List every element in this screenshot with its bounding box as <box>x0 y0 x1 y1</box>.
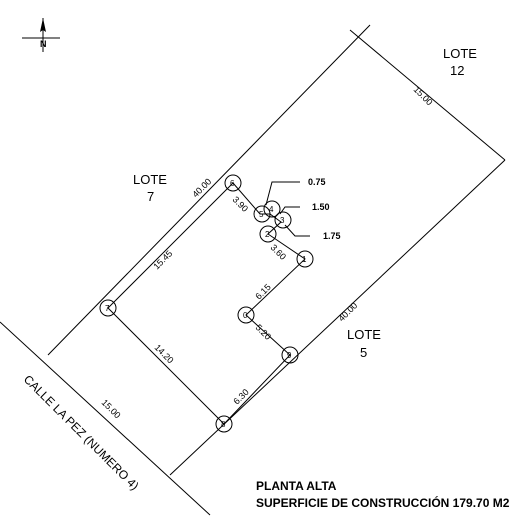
lot-12-label-line1: LOTE <box>443 46 477 61</box>
vertex-6: 6 <box>230 179 235 188</box>
building-footprint <box>107 182 306 425</box>
dim-seg-520: 5.20 <box>254 322 273 341</box>
vertex-4: 4 <box>269 205 274 214</box>
dim-bottom-right: 6.30 <box>231 387 250 406</box>
dim-top-right: 15.00 <box>412 84 435 107</box>
vertex-8: 8 <box>221 420 226 429</box>
dim-right-long: 40.00 <box>336 300 359 323</box>
vertex-1: 1 <box>302 255 307 264</box>
lot-7-label-line2: 7 <box>147 189 154 204</box>
annotation-leaders <box>265 181 310 237</box>
dim-seg-615: 6.15 <box>253 282 272 301</box>
vertex-markers <box>99 174 314 433</box>
lot-5-label-line2: 5 <box>360 345 367 360</box>
dim-diag: 14.20 <box>153 342 176 365</box>
vertex-3: 3 <box>280 216 285 225</box>
dim-seg-390: 3.90 <box>231 194 250 213</box>
dim-left-upper: 40.00 <box>190 176 213 199</box>
annotation-175: 1.75 <box>323 231 341 241</box>
annotation-075: 0.75 <box>308 177 326 187</box>
title-line2: SUPERFICIE DE CONSTRUCCIÓN 179.70 M2 <box>256 495 510 510</box>
vertex-5: 5 <box>259 210 264 219</box>
vertex-9: 9 <box>287 351 292 360</box>
lot-boundaries <box>0 24 506 516</box>
lot-12-label-line2: 12 <box>450 63 464 78</box>
dim-inner-left: 15.45 <box>151 248 174 271</box>
lot-7-label-line1: LOTE <box>133 172 167 187</box>
vertex-7: 7 <box>105 304 110 313</box>
north-label: N <box>40 39 47 49</box>
vertex-2: 2 <box>265 230 270 239</box>
vertex-0: 0 <box>243 311 248 320</box>
title-line1: PLANTA ALTA <box>256 479 337 493</box>
north-arrow-icon: N <box>22 18 60 52</box>
annotation-150: 1.50 <box>312 202 330 212</box>
lot-5-label-line1: LOTE <box>347 327 381 342</box>
